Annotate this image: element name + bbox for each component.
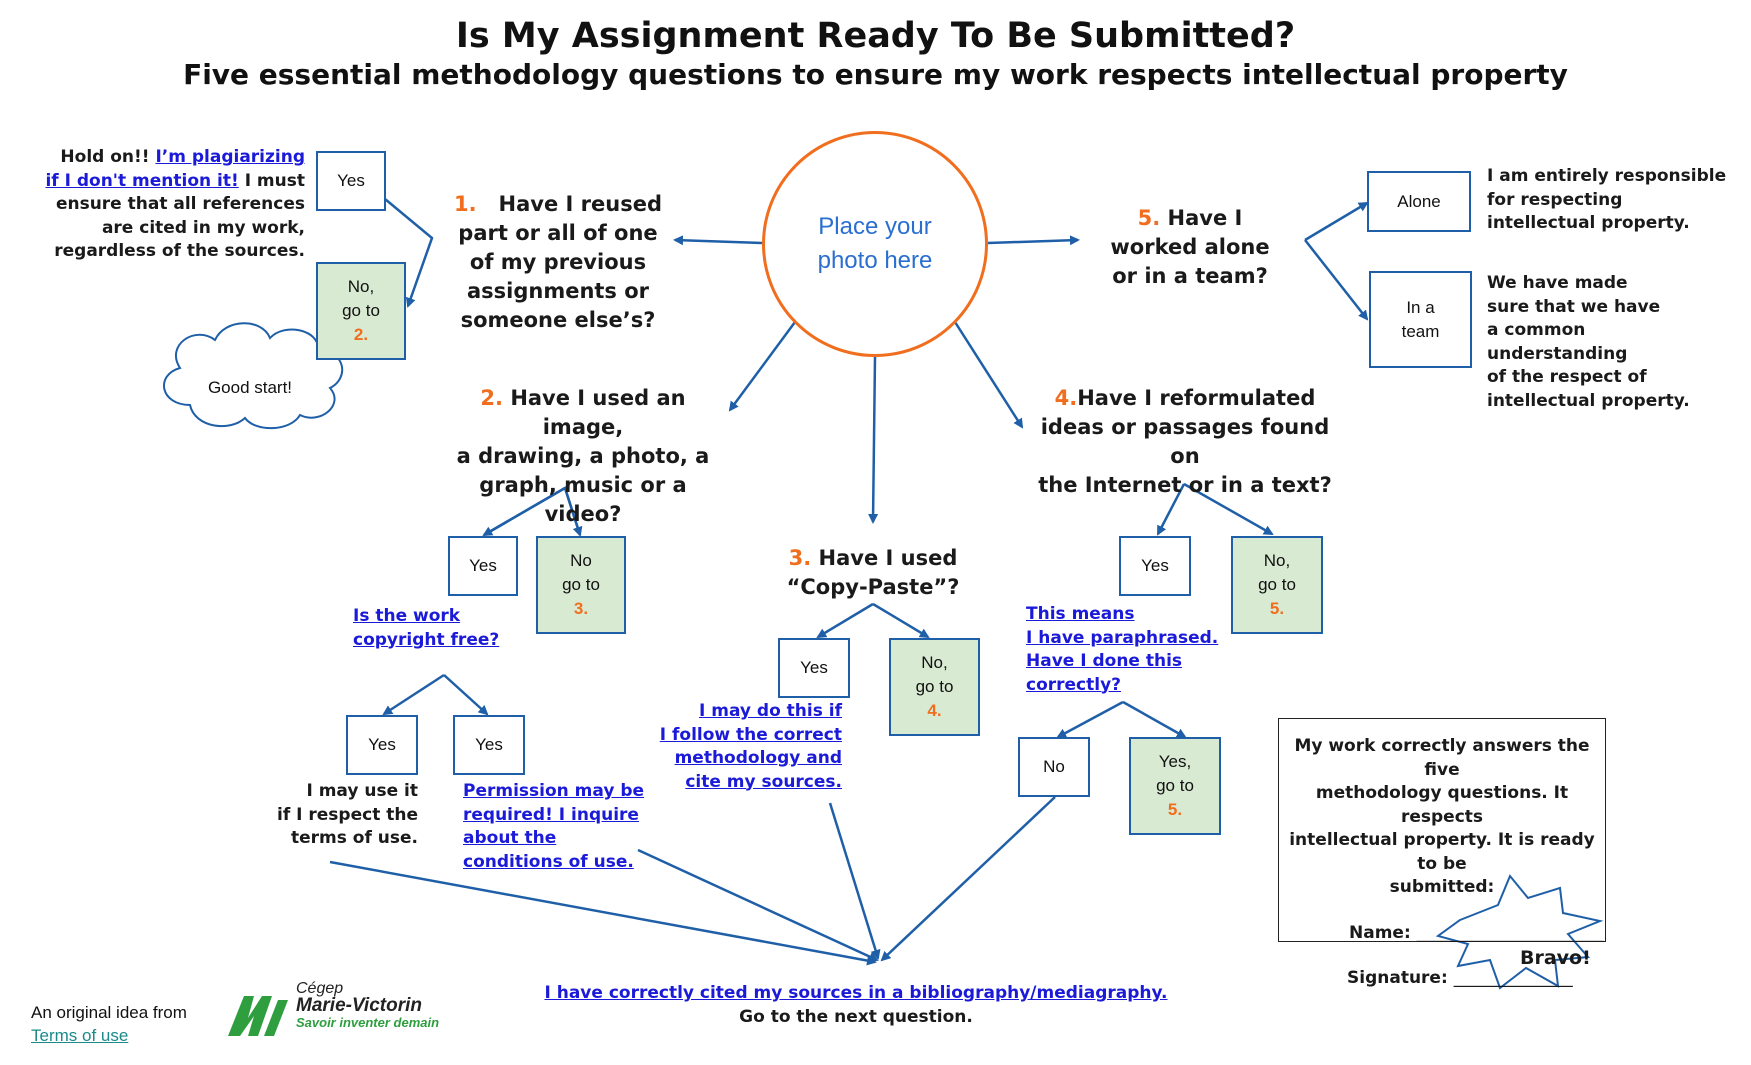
q3-branch-left [816,602,874,639]
arrow-copy-to-cited [828,802,881,960]
copyright-yes-box-a: Yes [346,715,418,775]
question-4: 4.Have I reformulated ideas or passages … [1038,386,1332,497]
arrow-to-q3 [868,356,879,524]
plagiarizing-link[interactable]: I’m plagiarizing [155,147,305,167]
signature-field[interactable]: Signature: ______________ [1347,968,1573,988]
copyright-branch-left [382,673,445,716]
q4-branch-left [1156,483,1186,536]
question-number: 4. [1054,386,1078,410]
copy-paste-note[interactable]: I may do this if I follow the correct me… [659,701,842,792]
q4-yes-box: Yes [1119,536,1191,596]
bravo-star [1435,874,1604,990]
cloud-text: Good start! [207,378,293,397]
q3-yes-box: Yes [778,638,850,698]
question-5: 5. Have I worked alone or in a team? [1110,206,1270,288]
arrow-to-q2 [728,321,797,412]
question-2: 2. Have I used an image, a drawing, a ph… [456,386,710,526]
arrow-use-to-cited [329,860,877,966]
q1-yes-box: Yes [316,151,386,211]
name-field[interactable]: Name: ______________________ [1349,922,1604,943]
arrow-to-q5 [987,235,1080,246]
arrow-para-no-to-cited [880,796,1056,962]
arrow-to-q4 [953,321,1024,429]
question-1: 1. Have I reused part or all of one of m… [454,192,662,332]
copyright-branch-right [443,674,489,716]
cited-link[interactable]: I have correctly cited my sources in a b… [544,983,1168,1003]
q1-hold-on-note: Hold on!! I’m plagiarizing if I don't me… [45,147,305,261]
q2-yes-box: Yes [448,536,518,596]
copyright-yes-box-b: Yes [453,715,525,775]
arrow-to-q1 [673,235,763,246]
question-number: 2. [480,386,503,410]
question-3: 3. Have I used “Copy-Paste”? [786,546,960,599]
mention-link[interactable]: if I don't mention it! [45,170,239,191]
cegep-logo-text: Cégep Marie-Victorin Savoir inventer dem… [296,980,440,1030]
terms-of-use-link[interactable]: Terms of use [31,1026,129,1045]
q5-branch-team [1304,239,1369,321]
credit-text: An original idea from [31,1003,187,1022]
para-branch-right [1122,700,1187,739]
q5-alone-box: Alone [1367,171,1471,232]
page-title: Is My Assignment Ready To Be Submitted? [455,16,1296,56]
arrow-yes-to-no [384,198,434,308]
bravo-text: Bravo! [1520,947,1591,969]
question-number: 1. [454,192,477,216]
paraphrase-note[interactable]: This means I have paraphrased. Have I do… [1026,604,1219,695]
page-subtitle: Five essential methodology questions to … [183,58,1568,91]
arrow-permission-to-cited [637,848,879,962]
copyright-question[interactable]: Is the work copyright free? [353,606,500,650]
q4-branch-right [1183,482,1274,536]
permission-note[interactable]: Permission may be required! I inquire ab… [463,781,645,872]
para-branch-left [1056,700,1124,739]
cited-conclusion: I have correctly cited my sources in a b… [500,982,1212,1029]
q3-branch-right [872,602,930,639]
q5-branch-alone [1304,201,1369,242]
final-checklist-box: My work correctly answers the five metho… [1278,718,1606,988]
question-number: 5. [1137,206,1161,230]
para-no-box: No [1018,737,1090,797]
cegep-logo-icon [228,996,288,1036]
question-number: 3. [788,546,812,570]
